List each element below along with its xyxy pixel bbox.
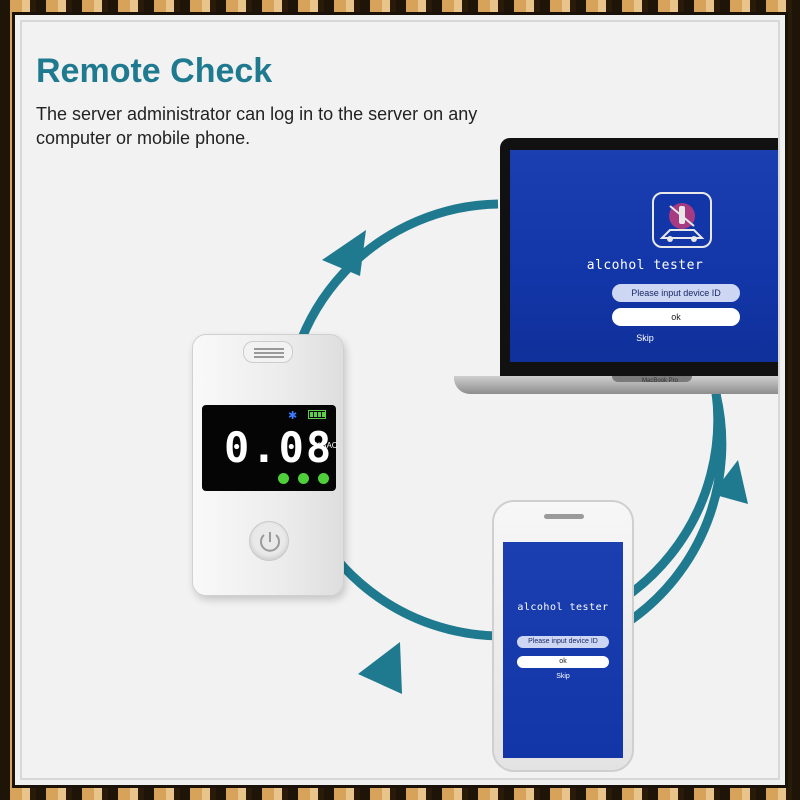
status-led-2 <box>298 473 309 484</box>
laptop-skip-link[interactable]: Skip <box>636 333 654 343</box>
laptop-ok-button[interactable]: ok <box>612 308 740 326</box>
phone-skip-link[interactable]: Skip <box>556 673 570 680</box>
phone-app-name: alcohol tester <box>517 602 609 613</box>
breath-vent <box>243 341 293 363</box>
bac-unit: %BAC <box>314 441 338 450</box>
breathalyzer-device: ✱ 0.08 %BAC <box>192 334 344 596</box>
content-panel: Remote Check The server administrator ca… <box>20 20 780 780</box>
device-screen: ✱ 0.08 %BAC <box>202 405 338 491</box>
status-led-3 <box>318 473 329 484</box>
laptop-base <box>454 376 778 394</box>
cycle-ring-right <box>625 392 727 626</box>
phone-device-id-input[interactable]: Please input device ID <box>517 636 609 648</box>
page-subtitle: The server administrator can log in to t… <box>36 104 478 148</box>
arrow-head-right <box>712 460 748 504</box>
power-icon <box>260 532 280 552</box>
phone-ok-button[interactable]: ok <box>517 656 609 668</box>
bluetooth-icon: ✱ <box>288 410 298 422</box>
mobile-phone: alcohol tester Please input device ID ok… <box>492 500 634 772</box>
laptop: alcohol tester Please input device ID ok… <box>500 138 778 378</box>
laptop-brand-label: MacBook Pro <box>642 378 679 384</box>
laptop-display: alcohol tester Please input device ID ok… <box>510 150 778 362</box>
laptop-notch <box>612 376 692 382</box>
status-led-1 <box>278 473 289 484</box>
laptop-device-id-input[interactable]: Please input device ID <box>612 284 740 302</box>
arrow-head-bottom-left <box>358 642 402 694</box>
phone-speaker <box>544 514 584 519</box>
page-title: Remote Check <box>36 52 273 90</box>
phone-display: alcohol tester Please input device ID ok… <box>503 542 623 758</box>
power-button[interactable] <box>249 521 289 561</box>
bac-reading: 0.08 <box>224 423 334 472</box>
arrow-head-top-left <box>322 230 366 276</box>
laptop-app-name: alcohol tester <box>586 258 704 273</box>
alcohol-tester-app-icon[interactable] <box>652 192 712 248</box>
battery-icon <box>308 410 326 419</box>
sync-cycle-arrows <box>281 199 748 694</box>
